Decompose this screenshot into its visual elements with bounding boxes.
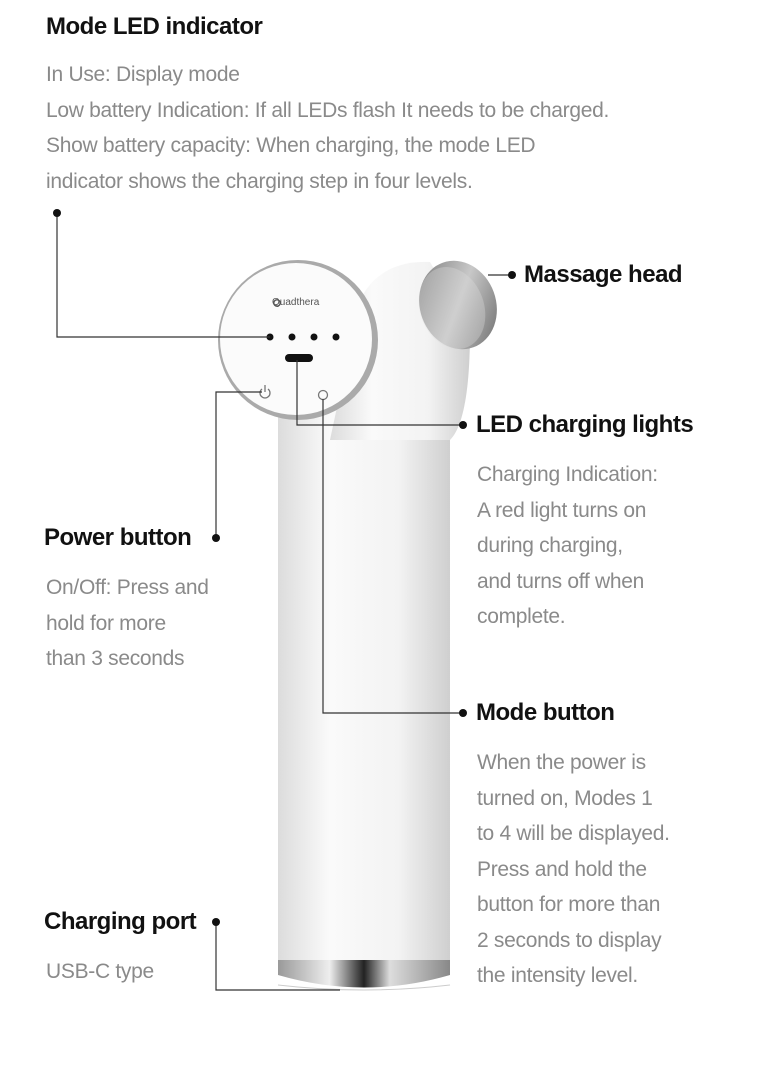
logo-icon (273, 299, 281, 307)
led-dot (288, 333, 296, 341)
massage-head-title: Massage head (524, 261, 683, 288)
desc-line: A red light turns on (477, 498, 647, 522)
desc-line: Low battery Indication: If all LEDs flas… (46, 98, 610, 122)
handle (277, 380, 451, 991)
desc-line: the intensity level. (477, 964, 638, 987)
desc-line: and turns off when (477, 569, 644, 593)
charging-port-title: Charging port (44, 908, 197, 935)
desc-line: Charging Indication: (477, 463, 658, 486)
desc-line: turned on, Modes 1 (477, 786, 653, 810)
led-charging-title: LED charging lights (476, 411, 694, 438)
desc-line: In Use: Display mode (46, 63, 240, 86)
desc-line: than 3 seconds (46, 647, 185, 670)
desc-line: to 4 will be displayed. (477, 822, 670, 845)
desc-line: hold for more (46, 611, 166, 635)
mode-led-description: In Use: Display mode Low battery Indicat… (46, 57, 609, 199)
desc-line: Show battery capacity: When charging, th… (46, 134, 536, 157)
desc-line: USB-C type (46, 960, 154, 983)
mode-button-title: Mode button (476, 699, 615, 726)
desc-line: complete. (477, 605, 566, 628)
mode-led-title: Mode LED indicator (46, 13, 263, 40)
power-icon (259, 385, 271, 399)
desc-line: indicator shows the charging step in fou… (46, 169, 473, 193)
desc-line: during charging, (477, 534, 623, 557)
power-button-description: On/Off: Press and hold for more than 3 s… (46, 570, 209, 677)
desc-line: When the power is (477, 751, 646, 774)
led-dot (310, 333, 318, 341)
control-face (218, 260, 378, 420)
brand-logo: Quadthera (272, 297, 320, 308)
led-dot (332, 333, 340, 341)
power-button-title: Power button (44, 524, 192, 551)
led-charging-description: Charging Indication: A red light turns o… (477, 457, 658, 635)
led-charging-light (285, 354, 313, 362)
desc-line: 2 seconds to display (477, 928, 662, 952)
desc-line: On/Off: Press and (46, 576, 209, 599)
mode-button-description: When the power is turned on, Modes 1 to … (477, 745, 670, 994)
desc-line: button for more than (477, 893, 661, 916)
desc-line: Press and hold the (477, 857, 647, 881)
charging-port-description: USB-C type (46, 954, 154, 990)
